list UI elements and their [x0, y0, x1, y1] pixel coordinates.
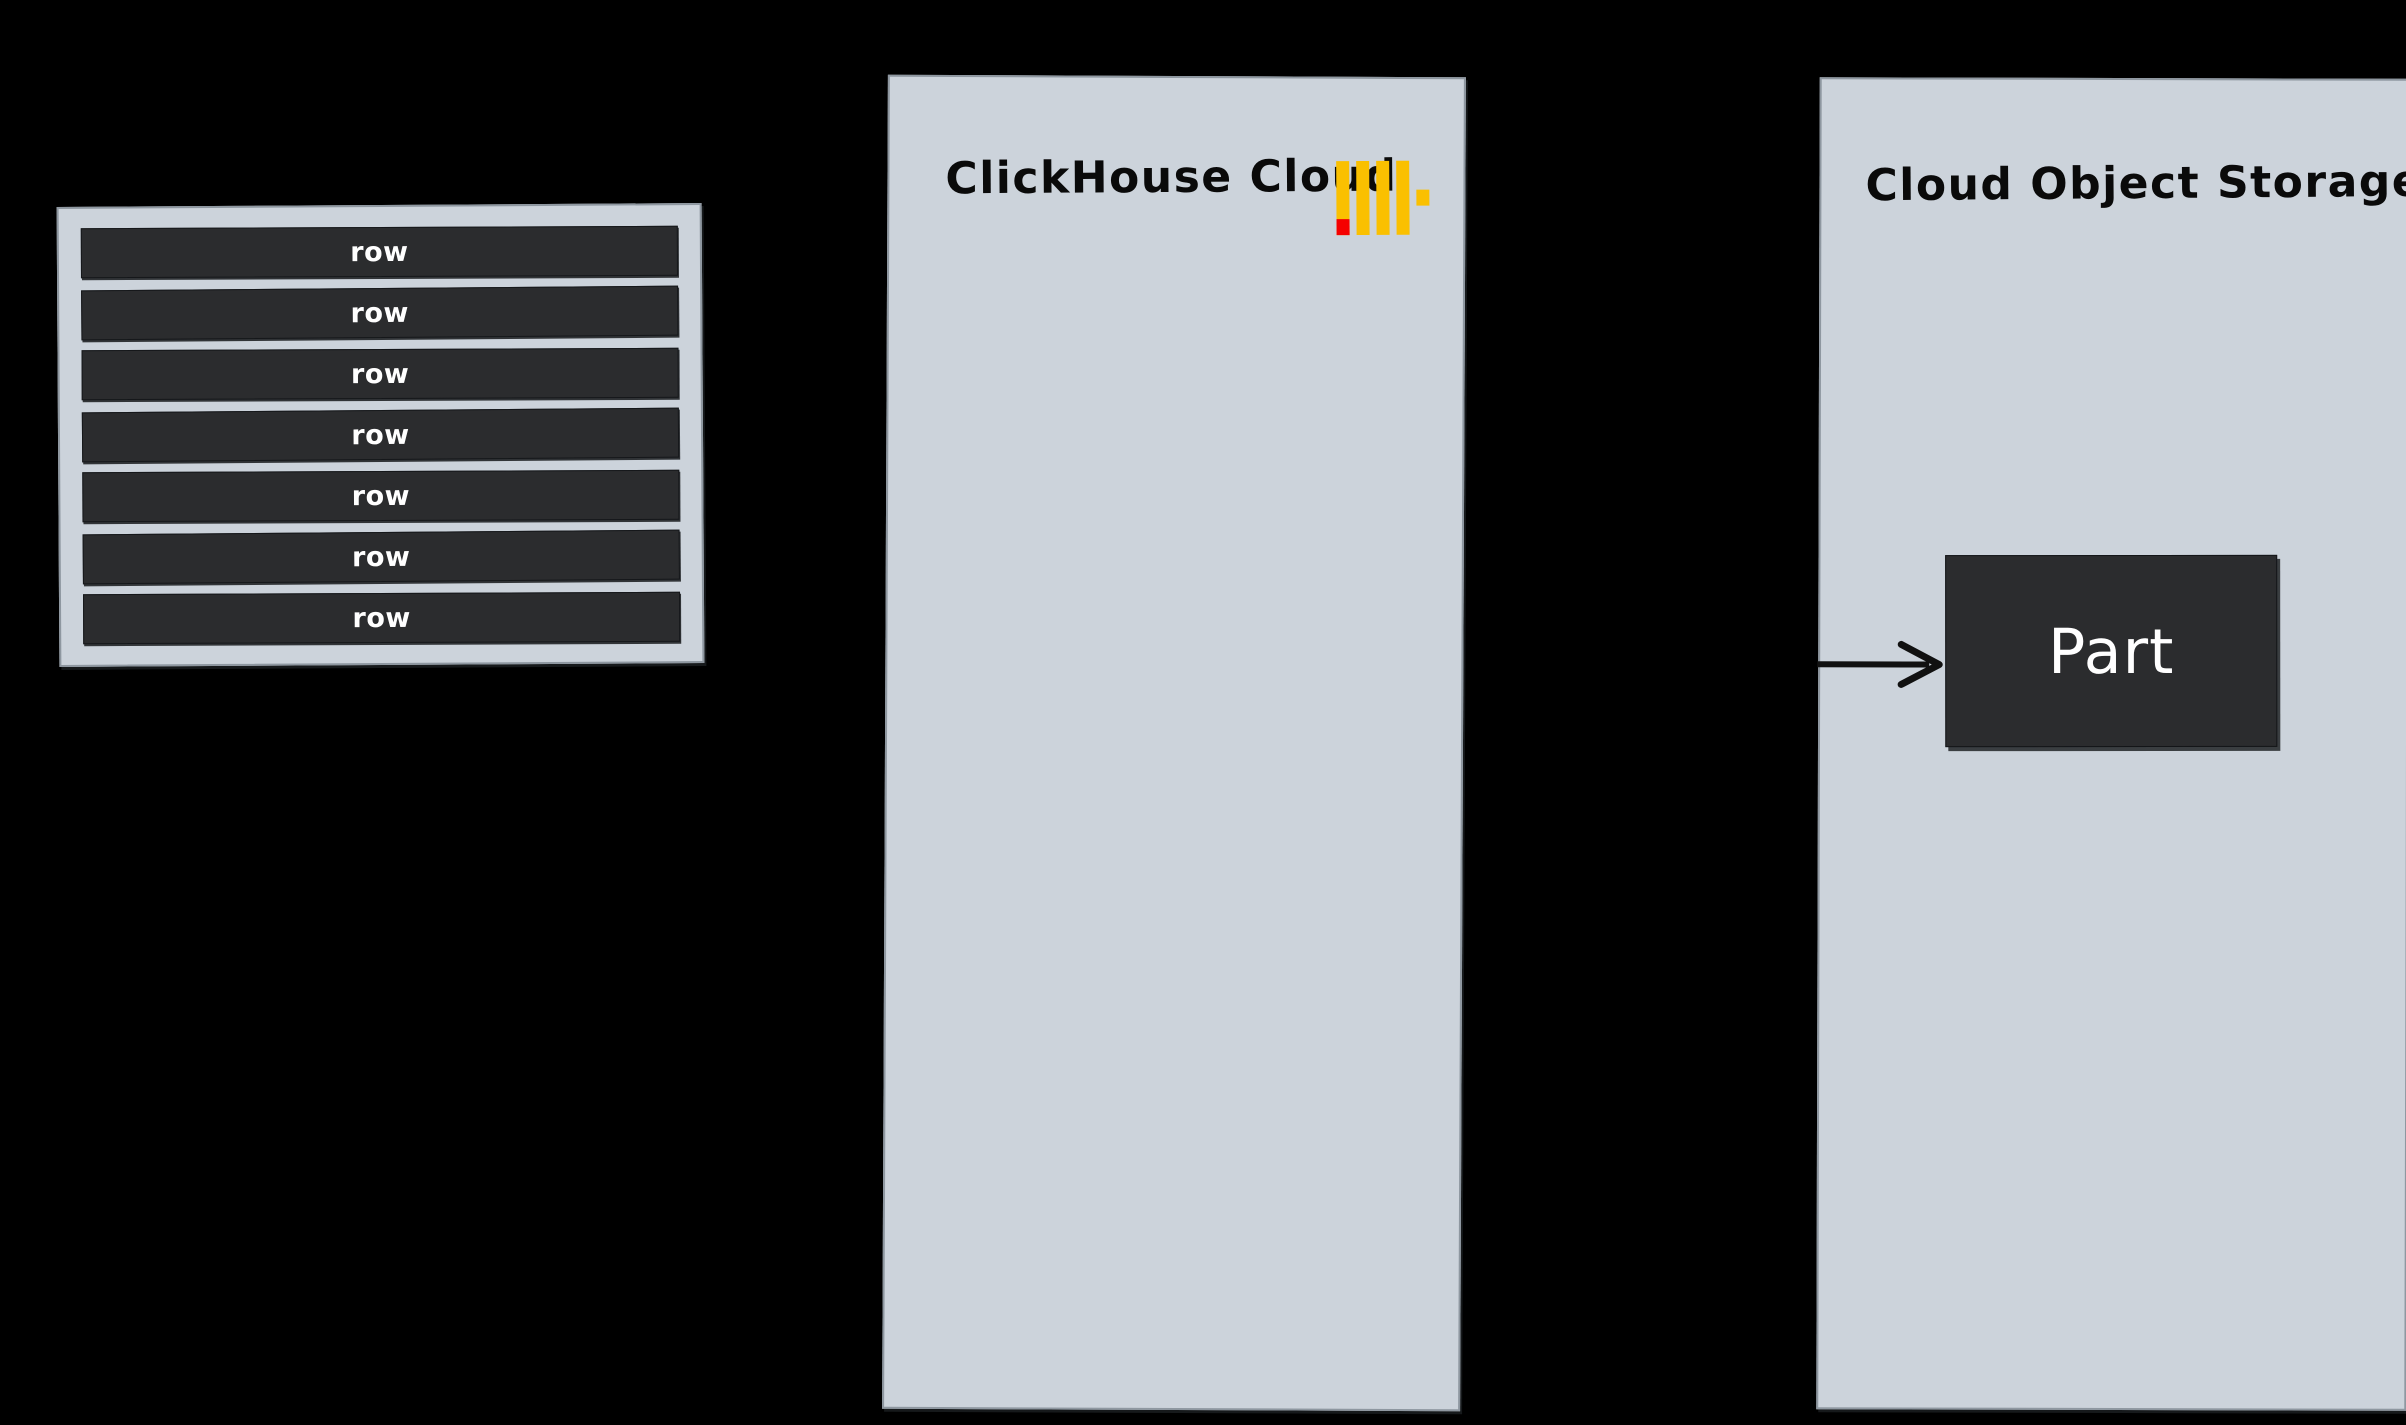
row-label: row [352, 602, 411, 634]
insert-arrow-icon [1817, 640, 1943, 688]
row-label: row [350, 297, 410, 329]
row-bar: row [81, 285, 679, 341]
row-bar: row [81, 347, 679, 401]
row-label: row [350, 358, 410, 390]
cloud-object-storage-panel: Cloud Object Storage Part [1816, 77, 2406, 1411]
row-label: row [351, 480, 411, 512]
logo-bar-4 [1396, 160, 1410, 235]
logo-red-accent-icon [1336, 219, 1350, 236]
row-bar: row [83, 591, 681, 645]
row-bar: row [81, 407, 680, 463]
rows-container: row row row row row row row [56, 203, 705, 667]
cloud-object-storage-title: Cloud Object Storage [1865, 155, 2406, 212]
logo-yellow-square-icon [1416, 189, 1430, 206]
logo-bar-2 [1356, 160, 1370, 236]
part-box: Part [1945, 554, 2278, 748]
row-label: row [351, 541, 411, 573]
row-bar: row [82, 469, 680, 523]
row-bar: row [82, 529, 680, 585]
row-label: row [351, 419, 410, 451]
clickhouse-cloud-title: ClickHouse Cloud [945, 150, 1398, 205]
logo-bar-3 [1376, 160, 1390, 235]
clickhouse-cloud-panel: ClickHouse Cloud [882, 74, 1466, 1412]
row-label: row [350, 236, 409, 268]
clickhouse-logo-icon [1336, 160, 1430, 236]
row-bar: row [80, 225, 678, 279]
part-label: Part [2048, 614, 2175, 688]
